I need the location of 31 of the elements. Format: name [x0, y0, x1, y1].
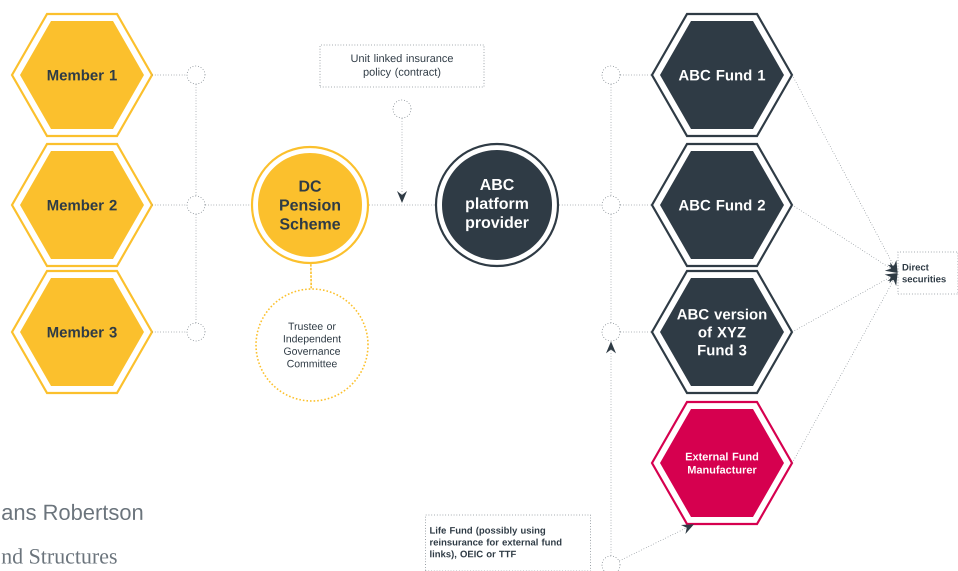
hexagon: Member 3	[10, 270, 154, 394]
text-box: Life Fund (possibly using reinsurance for external fund links), OEIC or TTF	[425, 514, 591, 571]
connector	[619, 524, 694, 562]
junction-circle	[602, 66, 620, 84]
hexagon: ABC Fund 2	[650, 142, 794, 268]
text-box: Unit linked insurance policy (contract)	[320, 44, 484, 88]
hexagon: Member 1	[10, 12, 154, 138]
connector	[610, 214, 612, 323]
connector	[620, 74, 652, 76]
hexagon: ABC Fund 1	[650, 12, 794, 138]
heading-text: ans Robertson	[2, 504, 142, 520]
junction-circle	[186, 322, 206, 342]
connector	[152, 204, 187, 206]
hexagon: External Fund Manufacturer	[650, 400, 794, 526]
junction-circle	[392, 100, 412, 118]
junction-circle	[186, 196, 206, 214]
connector	[558, 204, 602, 206]
connector	[368, 204, 436, 206]
text-box: Direct securities	[898, 252, 958, 294]
junction-circle	[602, 196, 620, 214]
junction-circle	[186, 66, 206, 84]
heading-text: nd Structures	[2, 548, 117, 564]
connector	[620, 204, 652, 206]
hexagon: Member 2	[10, 142, 154, 268]
connector	[310, 264, 312, 288]
connector	[152, 74, 187, 76]
junction-circle	[602, 322, 620, 342]
connector	[792, 273, 898, 464]
connector	[205, 204, 252, 206]
connector	[610, 84, 612, 196]
hexagon: ABC version of XYZ Fund 3	[650, 270, 794, 394]
